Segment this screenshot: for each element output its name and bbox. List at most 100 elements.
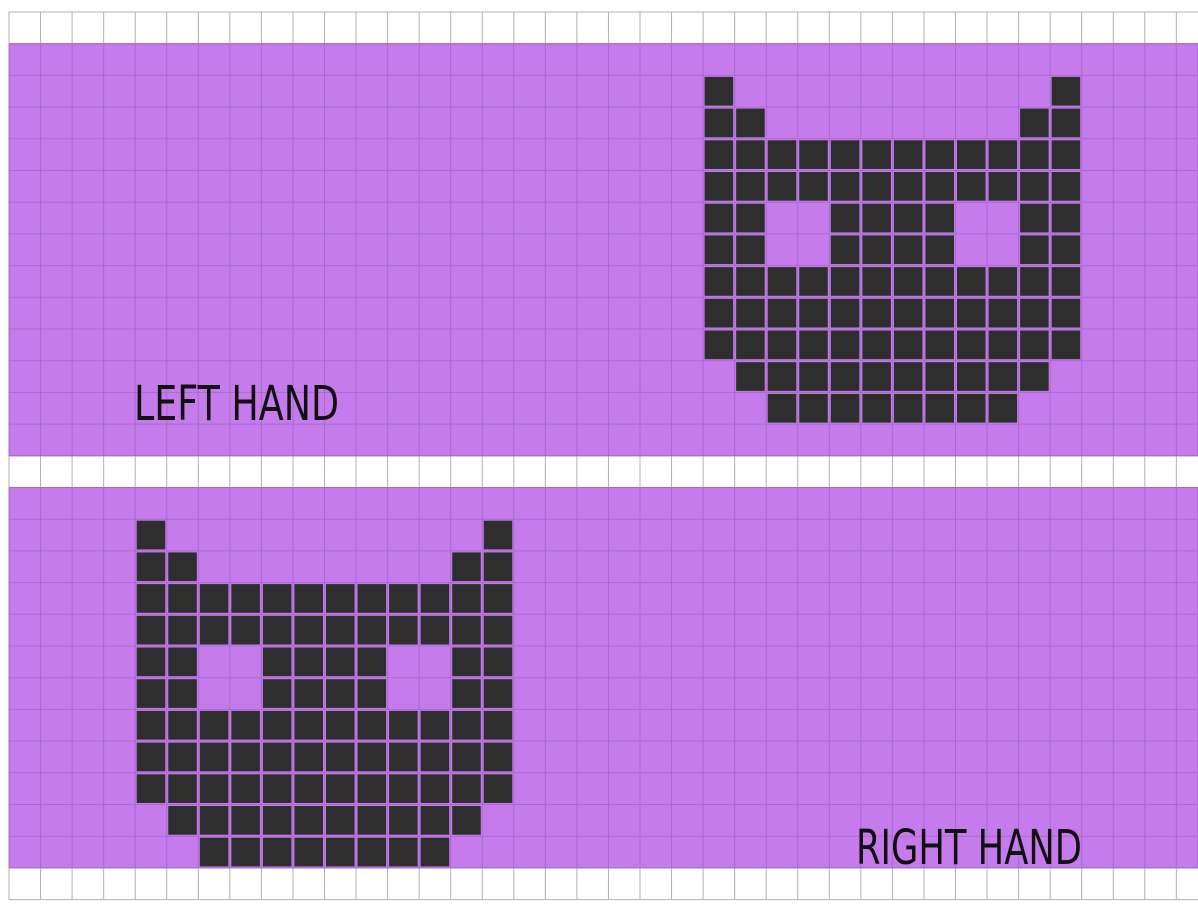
filled-stitch [989, 299, 1018, 328]
filled-stitch [862, 394, 891, 423]
filled-stitch [421, 711, 450, 740]
filled-stitch [389, 584, 418, 613]
filled-stitch [831, 299, 860, 328]
filled-stitch [799, 331, 828, 360]
filled-stitch [231, 743, 260, 772]
filled-stitch [137, 774, 166, 803]
filled-stitch [294, 648, 323, 677]
filled-stitch [768, 299, 797, 328]
filled-stitch [200, 743, 229, 772]
filled-stitch [200, 806, 229, 835]
filled-stitch [957, 299, 986, 328]
filled-stitch [200, 774, 229, 803]
filled-stitch [989, 394, 1018, 423]
filled-stitch [736, 299, 765, 328]
filled-stitch [1052, 204, 1081, 233]
filled-stitch [957, 140, 986, 169]
filled-stitch [326, 616, 355, 645]
filled-stitch [294, 743, 323, 772]
filled-stitch [263, 838, 292, 867]
filled-stitch [831, 362, 860, 391]
filled-stitch [137, 552, 166, 581]
filled-stitch [358, 774, 387, 803]
filled-stitch [263, 711, 292, 740]
filled-stitch [231, 711, 260, 740]
filled-stitch [799, 172, 828, 201]
filled-stitch [1052, 299, 1081, 328]
filled-stitch [705, 140, 734, 169]
filled-stitch [452, 774, 481, 803]
filled-stitch [894, 140, 923, 169]
filled-stitch [168, 774, 197, 803]
filled-stitch [484, 552, 513, 581]
filled-stitch [957, 331, 986, 360]
filled-stitch [831, 331, 860, 360]
filled-stitch [831, 267, 860, 296]
filled-stitch [1020, 267, 1049, 296]
filled-stitch [957, 267, 986, 296]
filled-stitch [200, 616, 229, 645]
filled-stitch [200, 584, 229, 613]
filled-stitch [263, 774, 292, 803]
filled-stitch [137, 679, 166, 708]
filled-stitch [389, 616, 418, 645]
filled-stitch [484, 743, 513, 772]
filled-stitch [452, 616, 481, 645]
filled-stitch [799, 267, 828, 296]
filled-stitch [736, 362, 765, 391]
filled-stitch [137, 616, 166, 645]
filled-stitch [294, 774, 323, 803]
filled-stitch [1020, 140, 1049, 169]
filled-stitch [231, 584, 260, 613]
filled-stitch [894, 235, 923, 264]
filled-stitch [705, 109, 734, 138]
filled-stitch [421, 584, 450, 613]
filled-stitch [768, 362, 797, 391]
filled-stitch [389, 711, 418, 740]
filled-stitch [200, 711, 229, 740]
filled-stitch [736, 109, 765, 138]
filled-stitch [389, 838, 418, 867]
filled-stitch [736, 140, 765, 169]
filled-stitch [925, 204, 954, 233]
filled-stitch [736, 172, 765, 201]
filled-stitch [137, 521, 166, 550]
filled-stitch [989, 362, 1018, 391]
filled-stitch [705, 172, 734, 201]
filled-stitch [894, 394, 923, 423]
filled-stitch [263, 743, 292, 772]
filled-stitch [768, 140, 797, 169]
filled-stitch [452, 648, 481, 677]
filled-stitch [736, 267, 765, 296]
filled-stitch [862, 140, 891, 169]
filled-stitch [263, 584, 292, 613]
filled-stitch [705, 204, 734, 233]
filled-stitch [1052, 267, 1081, 296]
filled-stitch [168, 806, 197, 835]
filled-stitch [768, 394, 797, 423]
filled-stitch [358, 616, 387, 645]
filled-stitch [705, 299, 734, 328]
filled-stitch [1052, 109, 1081, 138]
filled-stitch [421, 774, 450, 803]
filled-stitch [294, 838, 323, 867]
filled-stitch [263, 679, 292, 708]
filled-stitch [452, 806, 481, 835]
filled-stitch [862, 204, 891, 233]
filled-stitch [326, 743, 355, 772]
filled-stitch [957, 394, 986, 423]
filled-stitch [1020, 362, 1049, 391]
filled-stitch [1020, 299, 1049, 328]
filled-stitch [799, 394, 828, 423]
filled-stitch [358, 806, 387, 835]
filled-stitch [168, 743, 197, 772]
filled-stitch [137, 648, 166, 677]
filled-stitch [231, 806, 260, 835]
filled-stitch [736, 235, 765, 264]
filled-stitch [705, 77, 734, 106]
filled-stitch [326, 648, 355, 677]
filled-stitch [294, 584, 323, 613]
filled-stitch [452, 743, 481, 772]
